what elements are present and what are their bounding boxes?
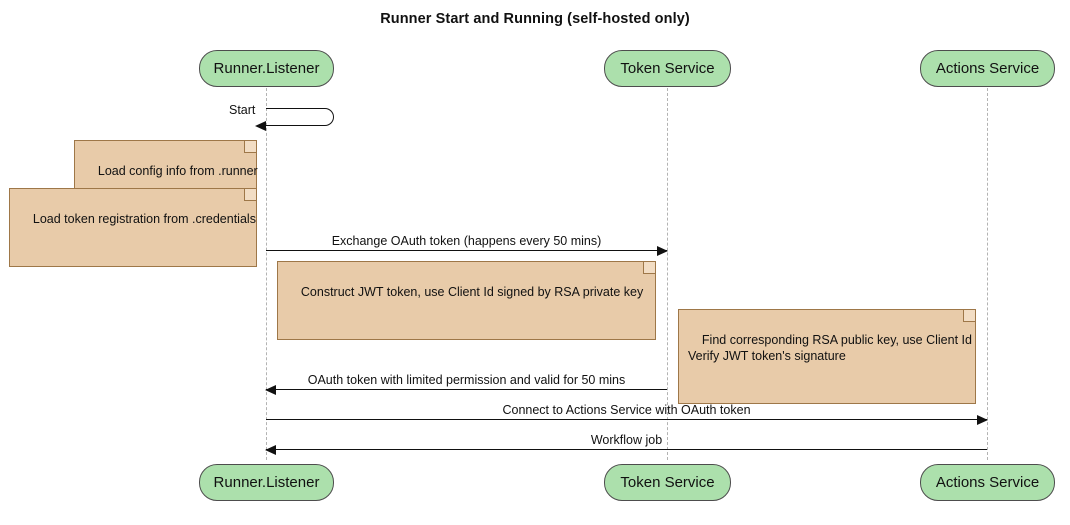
message-oauth-token-reply <box>265 385 667 395</box>
note-fold-corner-icon <box>244 189 256 201</box>
message-arrowhead-left <box>265 385 276 395</box>
note-load-token-registration-text: Load token registration from .credential… <box>32 212 256 226</box>
message-label-workflow-job: Workflow job <box>590 433 663 447</box>
participant-runner-listener-bottom[interactable]: Runner.Listener <box>199 464 334 501</box>
note-verify-jwt-signature: Find corresponding RSA public key, use C… <box>678 309 976 404</box>
lifeline-runner-listener <box>266 88 267 460</box>
note-load-token-registration: Load token registration from .credential… <box>9 188 257 267</box>
message-arrowhead-right <box>977 415 988 425</box>
note-construct-jwt-token-text: Construct JWT token, use Client Id signe… <box>300 285 644 299</box>
participant-token-service-top[interactable]: Token Service <box>604 50 731 87</box>
message-arrowhead-left <box>265 445 276 455</box>
note-fold-corner-icon <box>963 310 975 322</box>
message-arrowhead-right <box>657 246 668 256</box>
diagram-title: Runner Start and Running (self-hosted on… <box>380 11 690 27</box>
participant-actions-service-bottom[interactable]: Actions Service <box>920 464 1055 501</box>
note-fold-corner-icon <box>643 262 655 274</box>
lifeline-token-service <box>667 88 668 460</box>
message-workflow-job <box>265 445 987 455</box>
message-label-oauth-token-reply: OAuth token with limited permission and … <box>307 373 626 387</box>
participant-token-service-bottom[interactable]: Token Service <box>604 464 731 501</box>
participant-runner-listener-top[interactable]: Runner.Listener <box>199 50 334 87</box>
participant-actions-service-top[interactable]: Actions Service <box>920 50 1055 87</box>
note-construct-jwt-token: Construct JWT token, use Client Id signe… <box>277 261 656 340</box>
lifeline-actions-service <box>987 88 988 460</box>
message-label-exchange-oauth-token: Exchange OAuth token (happens every 50 m… <box>331 234 602 248</box>
self-message-start-path <box>266 108 334 126</box>
message-label-connect-to-actions-service: Connect to Actions Service with OAuth to… <box>502 403 751 417</box>
note-fold-corner-icon <box>244 141 256 153</box>
self-message-start-arrowhead <box>255 121 266 131</box>
note-verify-jwt-signature-text: Find corresponding RSA public key, use C… <box>688 333 972 363</box>
message-label-start: Start <box>229 103 256 117</box>
note-load-config-info-text: Load config info from .runner <box>97 164 258 178</box>
message-connect-to-actions-service <box>266 415 988 425</box>
message-exchange-oauth-token <box>266 246 668 256</box>
self-message-start <box>255 108 334 131</box>
